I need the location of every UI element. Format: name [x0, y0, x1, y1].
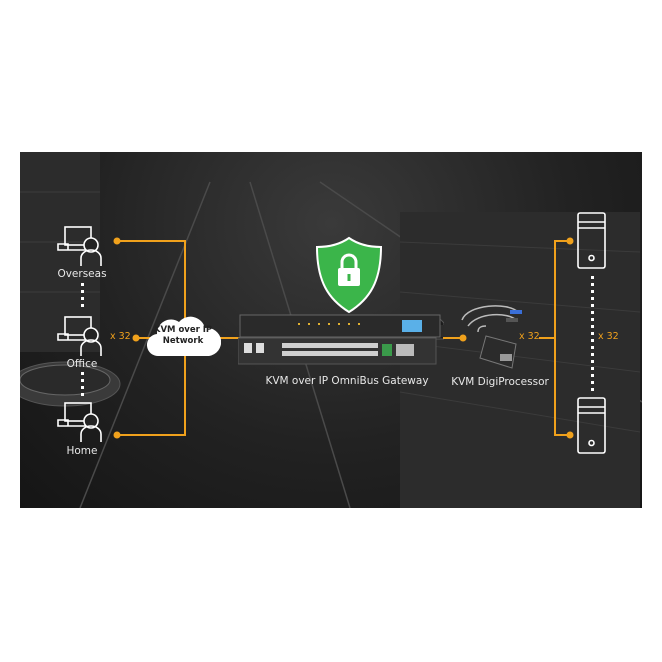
- network-cloud-icon: [146, 316, 221, 357]
- remote-user-icon: [57, 316, 102, 356]
- remote-user-icon: [57, 226, 102, 266]
- kvm-digiprocessor-device: [461, 305, 522, 369]
- user-label-overseas: Overseas: [57, 268, 107, 280]
- connector-dot: [459, 334, 467, 342]
- connector-line: [539, 337, 556, 339]
- dotted-connector: [591, 276, 594, 392]
- connector-line: [554, 434, 570, 436]
- user-multiplier: x 32: [110, 331, 131, 342]
- connector-line: [443, 337, 463, 339]
- connector-dot: [113, 237, 121, 245]
- gateway-label: KVM over IP OmniBus Gateway: [265, 375, 429, 387]
- connector-dot: [113, 431, 121, 439]
- user-label-home: Home: [66, 445, 98, 457]
- user-label-office: Office: [66, 358, 98, 370]
- connector-dot: [566, 431, 574, 439]
- omnibus-gateway-device: [238, 314, 444, 365]
- connector-line: [554, 240, 556, 436]
- digiprocessor-multiplier: x 32: [519, 331, 540, 342]
- connector-line: [116, 240, 186, 242]
- diagram-panel: [20, 152, 642, 508]
- dotted-connector: [81, 372, 84, 400]
- remote-user-icon: [57, 402, 102, 442]
- connector-dot: [132, 334, 140, 342]
- connector-dot: [566, 237, 574, 245]
- network-label: KVM over IP Network: [145, 325, 221, 347]
- dotted-connector: [81, 283, 84, 311]
- connector-line: [116, 434, 186, 436]
- server-tower-icon: [577, 212, 606, 269]
- digiprocessor-label: KVM DigiProcessor: [451, 376, 549, 388]
- datacenter-background: [20, 152, 642, 508]
- network-label-line2: Network: [162, 336, 204, 346]
- server-tower-icon: [577, 397, 606, 454]
- server-multiplier: x 32: [598, 331, 619, 342]
- network-label-line1: KVM over IP: [153, 325, 213, 335]
- connector-line: [554, 240, 570, 242]
- security-shield-lock-icon: [315, 236, 383, 314]
